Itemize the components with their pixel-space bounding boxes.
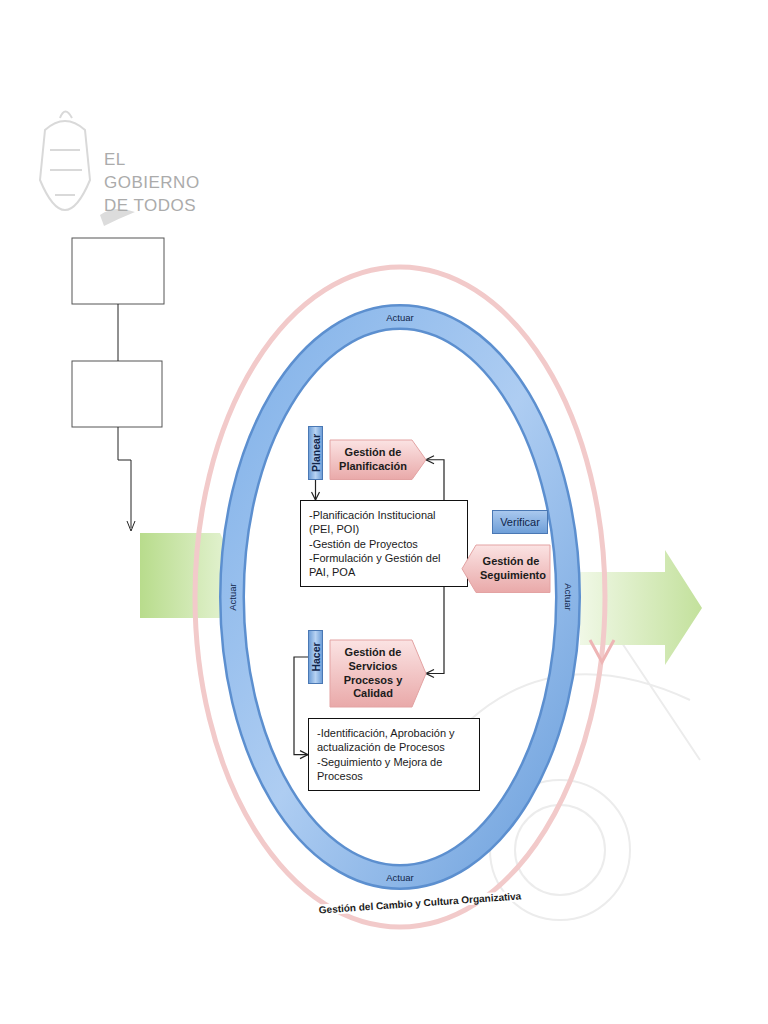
- watermark-text: EL: [104, 150, 126, 170]
- node-label: Planear: [310, 434, 322, 472]
- watermark-text: DE TODOS: [104, 196, 196, 216]
- empty-box: [72, 238, 164, 304]
- ring-label: Actuar: [227, 583, 238, 610]
- activity-box: -Identificación, Aprobación y actualizac…: [308, 718, 480, 791]
- phase-tab: Hacer: [308, 630, 323, 684]
- activity-item: -Identificación, Aprobación y actualizac…: [317, 726, 471, 755]
- pentagon-outline: [330, 440, 426, 480]
- process-arrow: Gestión de Planificación: [330, 440, 426, 480]
- activity-item: -Gestión de Proyectos: [309, 537, 459, 551]
- node-label: Verificar: [493, 511, 547, 533]
- pentagon-outline: [330, 640, 426, 707]
- node-label: Hacer: [310, 642, 322, 671]
- act-ring-inner: [232, 317, 568, 877]
- phase-label: Verificar: [492, 510, 548, 534]
- cycle-arrow-head: [590, 640, 614, 662]
- activity-item: -Formulación y Gestión del PAI, POA: [309, 551, 459, 580]
- ring-label: Actuar: [563, 583, 574, 610]
- cycle-label: Gestión del Cambio y Cultura Organizativ…: [315, 890, 524, 916]
- node-label: Gestión de Planificación: [338, 446, 408, 474]
- flow-line: [118, 304, 131, 528]
- phase-tab: Planear: [308, 426, 323, 480]
- pentagon-outline: [462, 545, 550, 593]
- arrow-head: [127, 521, 135, 531]
- connector: [315, 480, 316, 500]
- change-cycle: [195, 267, 605, 927]
- output-arrow: [580, 550, 702, 665]
- process-arrow: Gestión de Servicios Procesos y Calidad: [330, 640, 426, 707]
- activity-box: -Planificación Institucional (PEI, POI)-…: [300, 500, 468, 587]
- connector: [294, 657, 308, 755]
- ring-label: Actuar: [386, 872, 413, 883]
- act-ring: [232, 317, 568, 877]
- watermark-text: GOBIERNO: [104, 173, 200, 193]
- empty-box: [72, 361, 162, 427]
- process-arrow: Gestión de Seguimiento: [462, 545, 550, 593]
- node-label: Gestión de Servicios Procesos y Calidad: [338, 646, 408, 701]
- node-label: Gestión de Seguimiento: [480, 555, 542, 583]
- activity-item: -Seguimiento y Mejora de Procesos: [317, 755, 471, 784]
- activity-item: -Planificación Institucional (PEI, POI): [309, 508, 459, 537]
- ring-label: Actuar: [386, 312, 413, 323]
